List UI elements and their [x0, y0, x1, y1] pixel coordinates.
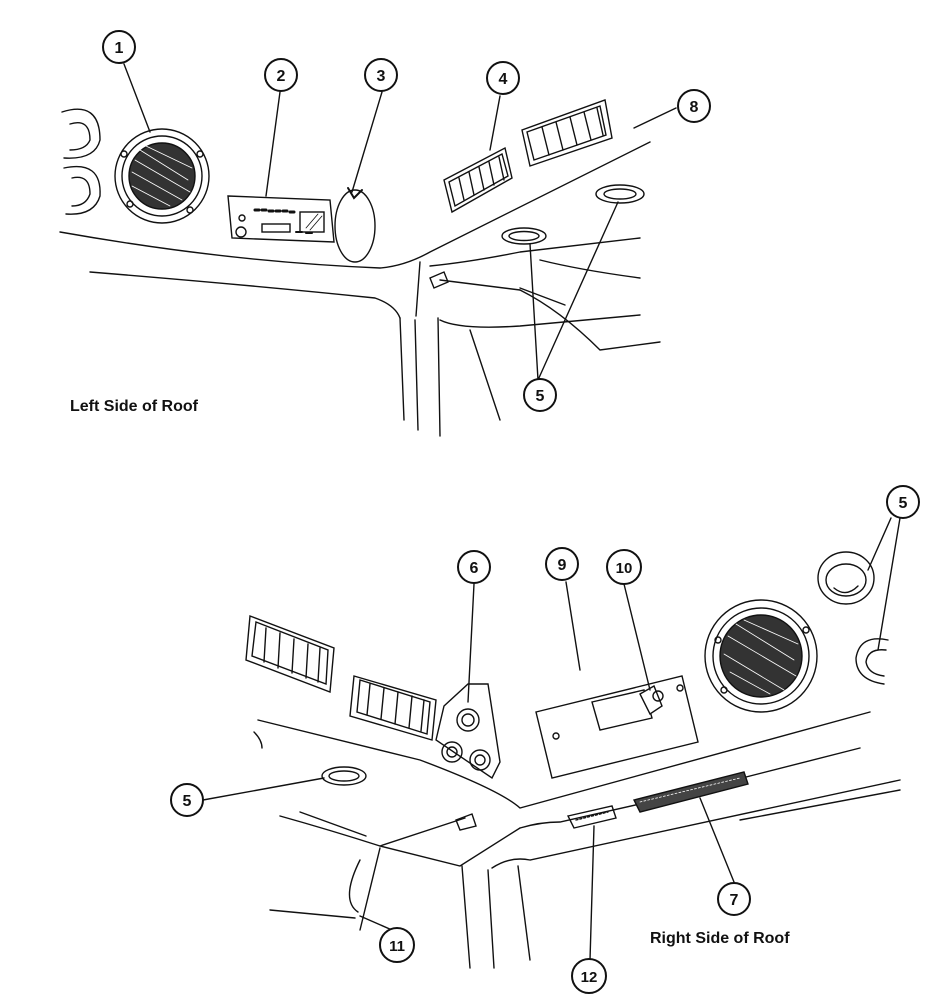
side-fixtures-right	[817, 551, 889, 685]
latch-right	[566, 805, 617, 829]
dome-light-pair	[501, 184, 645, 245]
air-vent-pair-right	[245, 615, 437, 741]
callout-12: 12	[571, 958, 607, 994]
svg-text:6: 6	[470, 560, 479, 577]
speaker-grille-right	[704, 599, 818, 713]
callout-2: 2	[264, 58, 298, 92]
svg-text:4: 4	[499, 71, 508, 88]
right-roof-view: 6 9 10 5 5 7 11 12	[170, 485, 920, 994]
callout-3: 3	[364, 58, 398, 92]
svg-text:9: 9	[558, 557, 567, 574]
callout-1: 1	[102, 30, 136, 64]
callout-5-right: 5	[886, 485, 920, 519]
latch	[429, 271, 449, 289]
svg-text:3: 3	[377, 68, 386, 85]
radio-unit	[227, 195, 335, 243]
callout-5-lower: 5	[170, 783, 204, 817]
right-leader-lines	[202, 517, 901, 961]
svg-text:11: 11	[389, 938, 405, 955]
svg-text:2: 2	[277, 68, 286, 85]
caption-left-side: Left Side of Roof	[70, 398, 198, 415]
left-roof-outline	[59, 141, 661, 437]
callout-5-left: 5	[523, 378, 557, 412]
svg-text:8: 8	[690, 99, 699, 116]
callout-11: 11	[379, 927, 415, 963]
right-roof-outline	[253, 711, 901, 969]
callout-8: 8	[677, 89, 711, 123]
switch-plate	[535, 675, 699, 779]
left-leader-lines	[123, 63, 677, 381]
caption-right-side: Right Side of Roof	[650, 930, 790, 947]
svg-text:7: 7	[730, 892, 739, 909]
svg-text:5: 5	[536, 388, 545, 405]
antenna-loop	[334, 187, 376, 263]
svg-text:12: 12	[581, 969, 598, 986]
callout-7: 7	[717, 882, 751, 916]
control-panel	[435, 683, 501, 780]
callout-10: 10	[606, 549, 642, 585]
left-roof-view: 1 2 3 4 8 5	[59, 30, 711, 437]
svg-text:5: 5	[183, 793, 192, 810]
air-vent-pair	[443, 99, 613, 214]
callout-4: 4	[486, 61, 520, 95]
defrost-vent	[632, 771, 749, 813]
side-fixtures-left	[61, 108, 101, 215]
latch-left	[455, 813, 477, 831]
svg-text:10: 10	[616, 560, 633, 577]
speaker-grille	[114, 128, 210, 224]
callout-6: 6	[457, 550, 491, 584]
svg-text:5: 5	[899, 495, 908, 512]
svg-text:1: 1	[115, 40, 124, 57]
callout-9: 9	[545, 547, 579, 581]
dome-light-right	[321, 766, 367, 786]
